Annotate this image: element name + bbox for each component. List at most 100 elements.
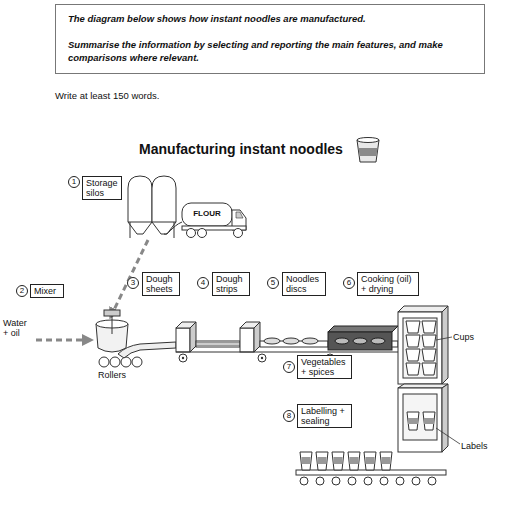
silo (128, 176, 152, 234)
step-label: Storage silos (86, 178, 118, 198)
stacked-cup (406, 349, 420, 361)
silo-legs (130, 222, 174, 238)
callout-number: 8 (283, 410, 295, 422)
cup-label (350, 457, 359, 464)
step-label: Labelling + sealing (301, 406, 348, 426)
truck-wheel (187, 229, 196, 238)
conveyor-belt (392, 341, 398, 347)
callout-number: 4 (197, 277, 209, 289)
cup-icon (357, 140, 379, 162)
leader-line (436, 337, 452, 340)
dough-sheet (118, 342, 176, 358)
stacked-cup (422, 363, 436, 375)
silo-band (128, 222, 176, 223)
truck-tank (182, 203, 232, 226)
conveyor-roller-hub (182, 357, 184, 359)
callout-number: 6 (343, 277, 355, 289)
conveyor-roller (412, 477, 420, 485)
step-label-box: Cooking (oil) + drying (357, 272, 419, 296)
stacked-cup (406, 363, 420, 375)
fryer-top (328, 326, 398, 332)
finished-cup (316, 452, 328, 470)
cup-machine (398, 312, 442, 384)
cutter-block-side (190, 322, 196, 352)
callout-number: 1 (68, 176, 80, 188)
cup-label (334, 457, 343, 464)
cutter-block-side (254, 322, 260, 352)
callout-number: 5 (267, 277, 279, 289)
strip-lines (196, 343, 240, 346)
stacked-cup (422, 349, 436, 361)
conveyor-roller (179, 354, 187, 362)
task-prompt-box: The diagram below shows how instant nood… (55, 4, 485, 74)
callout-number: 7 (283, 361, 295, 373)
step-label-box: Storage silos (82, 176, 122, 200)
noodle-disc (353, 338, 367, 344)
machine-top (398, 306, 448, 312)
prompt-text: The diagram below shows how instant nood… (68, 12, 461, 25)
finished-cup (380, 452, 392, 470)
prompt-text: Summarise the information by selecting a… (68, 38, 461, 64)
noodle-disc (371, 338, 385, 344)
labelling-machine (398, 388, 442, 452)
roller (121, 357, 131, 367)
machine-side (442, 306, 448, 384)
finished-cup (348, 452, 360, 470)
stacked-cup (406, 321, 420, 333)
finished-cup (332, 452, 344, 470)
conveyor-roller (380, 477, 388, 485)
conveyor-roller (258, 354, 266, 362)
mixer-shaft (112, 316, 113, 334)
noodle-disc (264, 338, 280, 344)
cup-label (424, 418, 434, 424)
step-label: Noodles discs (286, 274, 322, 294)
finished-cup (364, 452, 376, 470)
cup-icon-lid (357, 138, 379, 143)
stacked-cup (422, 335, 436, 347)
flour-hose (164, 222, 182, 234)
step-label-box: Noodles discs (282, 272, 326, 296)
cutter-block (176, 328, 190, 352)
callout-number: 3 (127, 277, 139, 289)
cup-label (302, 457, 311, 464)
conveyor-roller-hub (261, 357, 263, 359)
conveyor-base (176, 352, 398, 353)
conveyor-roller (316, 477, 324, 485)
step-label: Mixer (34, 286, 60, 296)
conveyor-roller (300, 477, 308, 485)
truck-window (236, 212, 243, 218)
stacked-cup (422, 321, 436, 333)
cup-label (318, 457, 327, 464)
machine-window (403, 394, 437, 440)
machine-window (403, 318, 437, 378)
step-label: Dough sheets (146, 274, 176, 294)
conveyor-roller (332, 477, 340, 485)
step-label: Vegetables + spices (301, 357, 348, 377)
finished-cup (300, 452, 312, 470)
conveyor-roller (364, 477, 372, 485)
step-label: Dough strips (216, 274, 246, 294)
mixer-motor (104, 310, 120, 316)
silo (152, 176, 176, 234)
conveyor-belt (296, 470, 446, 475)
part-label: Rollers (98, 370, 126, 380)
roller (132, 357, 142, 367)
instruction-text: Write at least 150 words. (55, 91, 159, 101)
cup-icon-band (359, 148, 378, 156)
step-label-box: Vegetables + spices (297, 355, 352, 379)
cup (423, 412, 435, 430)
conveyor-roller (396, 477, 404, 485)
part-label: Cups (453, 332, 474, 342)
fryer (328, 332, 392, 350)
roller (110, 357, 120, 367)
dough-strips (196, 341, 240, 347)
machine-side (442, 384, 448, 452)
stacked-cup (406, 335, 420, 347)
callout-number: 2 (16, 285, 28, 297)
diagram-title: Manufacturing instant noodles (128, 141, 354, 157)
noodle-disc (335, 338, 349, 344)
input-label: Water + oil (3, 318, 33, 338)
noodle-disc (283, 338, 299, 344)
leader-line (436, 428, 460, 444)
